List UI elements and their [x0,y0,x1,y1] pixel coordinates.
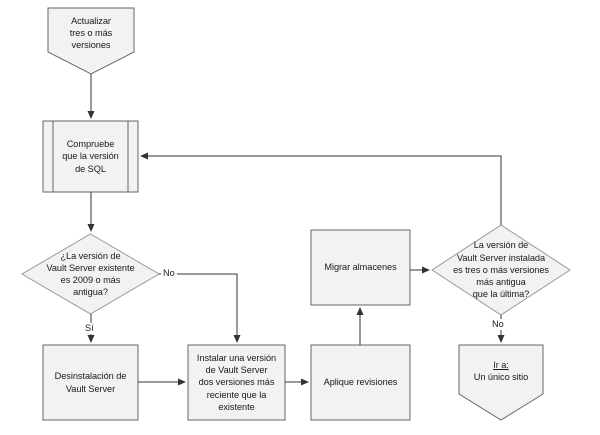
edge-label-no-right: No [490,319,506,330]
node-shape-migrate-stores [310,229,411,306]
node-shape-uninstall [42,344,139,421]
node-shape-decision-2009 [21,233,160,315]
edge-label-no-left: No [161,268,177,279]
node-shape-install-version [187,344,286,421]
node-shape-apply-patches [310,344,411,421]
node-shape-check-sql [42,120,139,193]
edge-label-si: Sí [83,323,96,334]
node-shape-goto-single-site [458,344,544,421]
node-shape-start [47,7,135,75]
edge-decision-2009-to-install-version [159,273,241,343]
edge-decision-to-check-sql-loop [140,152,502,225]
node-shape-decision-three-versions [431,224,571,316]
